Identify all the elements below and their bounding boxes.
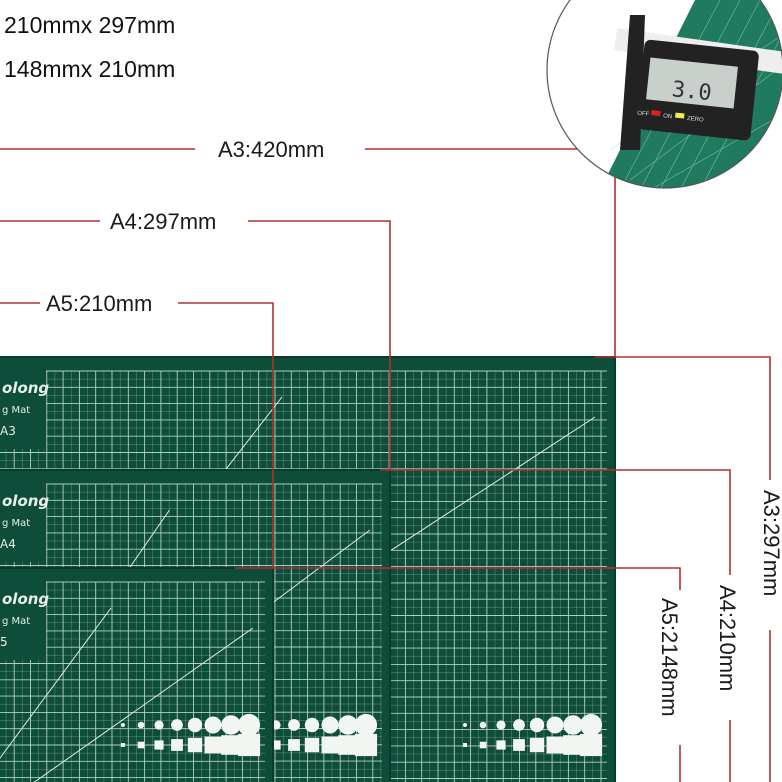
mat-subtitle: g Mat <box>2 518 30 529</box>
caliper-off-label: OFF <box>637 111 650 118</box>
caliper-reading: 3.0 <box>671 77 713 106</box>
a3-width-label: A3:420mm <box>218 137 324 162</box>
a3-height-label: A3:297mm <box>759 490 782 596</box>
caliper-zero-label: ZERO <box>687 116 705 124</box>
caliper-zero-button <box>675 112 685 119</box>
shape-template <box>463 713 603 757</box>
caliper-inset: 3.0 OFF ON ZERO <box>547 0 782 188</box>
a4-height-label: A4:210mm <box>715 585 740 691</box>
a4-height-line <box>380 469 731 782</box>
shape-template <box>121 713 261 757</box>
mat-size: 5 <box>0 635 8 649</box>
a4-spec-text: 210mmx 297mm <box>4 12 176 38</box>
a4-width-line <box>0 220 391 470</box>
a4-width-label: A4:297mm <box>110 209 216 234</box>
a3-width-line <box>0 148 616 357</box>
mat-brand: olong <box>2 590 49 608</box>
mat-size: A3 <box>0 424 16 438</box>
a3-height-line <box>595 356 771 782</box>
mat-brand: olong <box>2 492 49 510</box>
a5-width-line <box>0 302 274 568</box>
mat-size: A4 <box>0 537 16 551</box>
cutting-mat-5: olong g Mat 5 <box>0 567 274 782</box>
mat-subtitle: g Mat <box>2 405 30 416</box>
a5-width-label: A5:210mm <box>46 291 152 316</box>
mat-brand: olong <box>2 379 49 397</box>
a5-spec-text: 148mmx 210mm <box>4 56 176 82</box>
caliper-off-button <box>651 110 661 117</box>
caliper-display <box>646 57 738 109</box>
a5-height-label: A5:2148mm <box>657 598 682 717</box>
caliper-on-label: ON <box>663 113 673 120</box>
inset-border <box>546 0 782 189</box>
shape-template <box>238 713 378 757</box>
a5-height-line <box>235 567 681 782</box>
mat-subtitle: g Mat <box>2 616 30 627</box>
